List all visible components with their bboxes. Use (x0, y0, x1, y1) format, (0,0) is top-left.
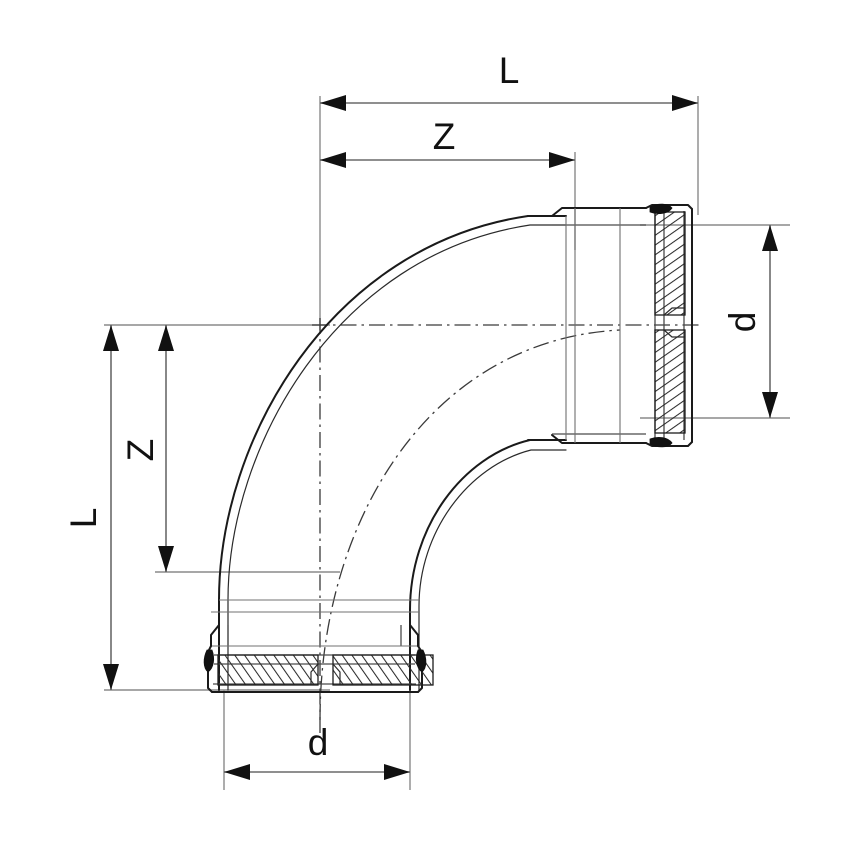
dimension-label-d-bottom: d (308, 722, 329, 763)
press-sleeve-hatch-lower (655, 330, 685, 433)
arrowhead-top (158, 325, 174, 351)
press-sleeve-hatch-upper (655, 212, 685, 315)
dimension-Z-horizontal: Z (320, 116, 575, 168)
extension-lines (104, 96, 790, 790)
o-ring-seal-right-bottom (415, 649, 427, 673)
dimension-label-d-right: d (722, 312, 763, 333)
bend-centerline-arc (319, 329, 621, 721)
press-sleeve-hatch-left (218, 655, 318, 685)
arrowhead-left (224, 764, 250, 780)
dimension-d-right: d (722, 225, 778, 418)
arrowhead-top (762, 225, 778, 251)
dimension-label-Z-horizontal: Z (433, 116, 456, 157)
o-ring-seal-upper-right (649, 203, 673, 215)
dimension-label-L-vertical: L (63, 508, 104, 529)
o-ring-seal-left-bottom (203, 649, 215, 673)
elbow-body (203, 203, 693, 721)
dimension-d-bottom: d (224, 722, 410, 780)
o-ring-seal-lower-right (649, 436, 673, 448)
arrowhead-bottom (158, 546, 174, 572)
arrowhead-left (320, 152, 346, 168)
arrowhead-bottom (762, 392, 778, 418)
dimension-label-L-horizontal: L (499, 50, 520, 91)
arrowhead-top (103, 325, 119, 351)
arrowhead-right (672, 95, 698, 111)
arrowhead-left (320, 95, 346, 111)
dimension-Z-vertical: Z (120, 325, 174, 572)
arrowhead-right (384, 764, 410, 780)
dimension-label-Z-vertical: Z (120, 439, 161, 462)
arrowhead-bottom (103, 664, 119, 690)
dimension-L-horizontal: L (320, 50, 698, 111)
dimension-L-vertical: L (63, 325, 119, 690)
arrowhead-right (549, 152, 575, 168)
